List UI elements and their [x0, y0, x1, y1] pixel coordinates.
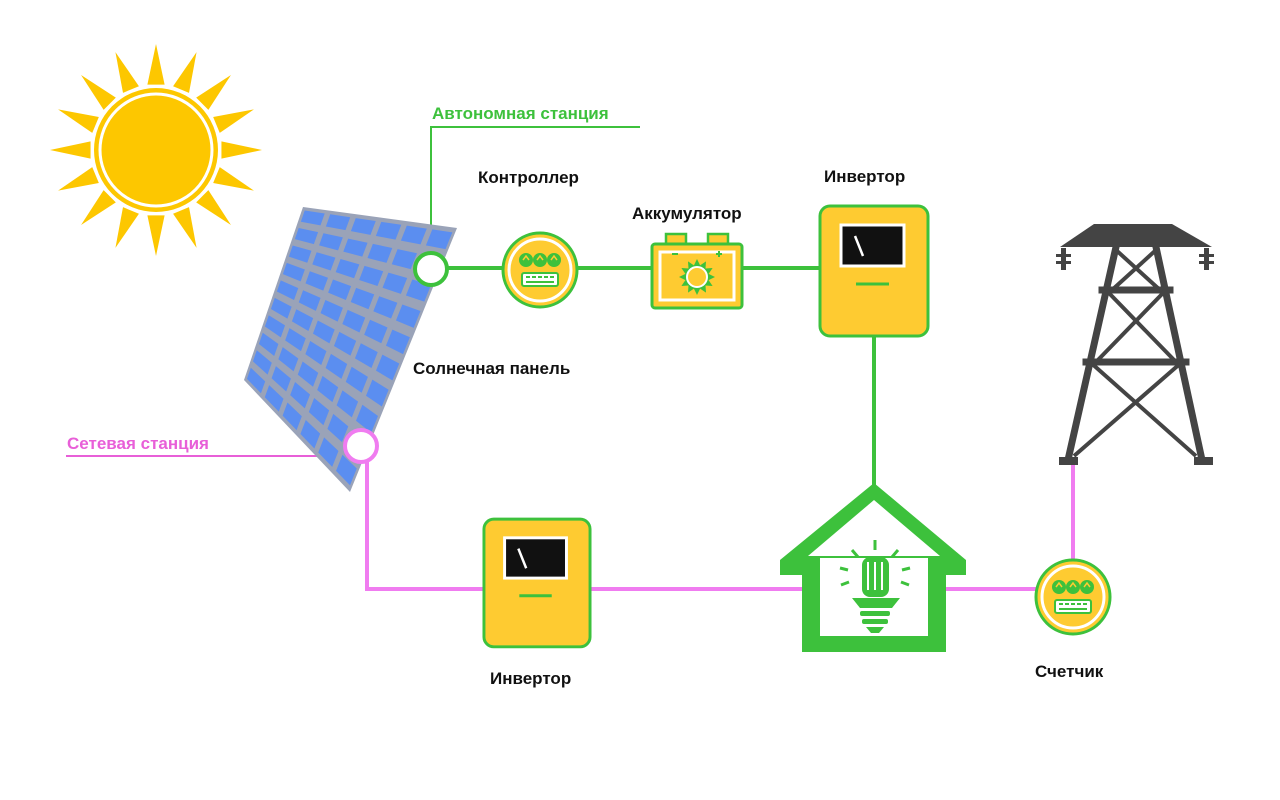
- solar-panel-cell: [345, 366, 368, 393]
- power-tower-icon: [1056, 224, 1214, 465]
- solar-panel-cell: [308, 397, 330, 426]
- solar-panel-cell: [271, 366, 291, 392]
- solar-panel-cell: [342, 309, 366, 333]
- sun-ray: [196, 75, 231, 110]
- solar-panel-cell: [320, 300, 343, 322]
- inverter-top-label: Инвертор: [824, 167, 906, 186]
- sun-ray: [196, 190, 231, 225]
- solar-panel-cell: [291, 309, 314, 332]
- grid-junction-node: [343, 428, 379, 464]
- solar-panel-cell: [312, 320, 335, 344]
- grid-circuit-lines: [66, 455, 1075, 591]
- solar-panel-cell: [375, 221, 402, 240]
- autonomous-circuit-lines: [430, 126, 876, 488]
- solar-panel-cell: [288, 245, 312, 263]
- solar-panel-cell: [327, 413, 349, 443]
- solar-panel-cell: [373, 296, 398, 319]
- solar-panel-cell: [367, 243, 393, 263]
- solar-panel-cell: [305, 271, 328, 291]
- solar-panel-cell: [264, 315, 286, 338]
- solar-panel-cell: [264, 385, 284, 412]
- solar-panel-cell: [335, 259, 360, 279]
- solar-panel-cell: [333, 331, 357, 356]
- solar-panel-cell: [395, 304, 421, 328]
- solar-panel-cell: [285, 328, 306, 352]
- solar-panel-label: Солнечная панель: [413, 359, 571, 378]
- solar-panel-cell: [278, 347, 299, 372]
- solar-panel-cell: [336, 454, 357, 486]
- inverter-top-icon: [818, 204, 930, 338]
- solar-panel-cell: [343, 238, 368, 257]
- solar-panel-cell: [382, 272, 408, 294]
- house-lightbulb-icon: [780, 483, 966, 652]
- sun-ray: [81, 75, 116, 110]
- solar-panel-cell: [282, 262, 305, 282]
- solar-panel-cell: [364, 319, 388, 344]
- solar-panel-cell: [282, 402, 302, 431]
- solar-panel-cell: [290, 382, 311, 409]
- solar-panel-cell: [328, 279, 352, 300]
- solar-panel-cell: [350, 287, 375, 310]
- solar-panel-cell: [359, 265, 384, 287]
- sun-ray: [50, 141, 91, 159]
- sun-ray: [221, 141, 262, 159]
- solar-panel-cell: [318, 437, 339, 467]
- solar-panel-cell: [325, 353, 348, 379]
- sun-ray: [81, 190, 116, 225]
- sun-ray: [115, 52, 139, 93]
- solar-panel-cell: [294, 227, 319, 245]
- sun-ray: [213, 167, 254, 191]
- sun-ray: [147, 44, 165, 85]
- solar-panel-cell: [365, 379, 389, 407]
- sun-ray: [147, 215, 165, 256]
- sun-ray: [115, 207, 139, 248]
- sun-ray: [173, 52, 197, 93]
- solar-panel-icon: [244, 207, 457, 492]
- solar-panel-cell: [375, 354, 400, 381]
- solar-panel-cell: [258, 332, 279, 356]
- autonomous-station-label: Автономная станция: [432, 104, 609, 123]
- solar-panel-cell: [350, 218, 376, 235]
- sun-ray: [213, 109, 254, 133]
- solar-panel-cell: [252, 350, 272, 375]
- solar-panel-cell: [246, 367, 266, 394]
- solar-panel-cell: [317, 375, 339, 403]
- solar-panel-cell: [391, 249, 417, 270]
- solar-panel-cell: [298, 290, 321, 311]
- solar-panel-cell: [276, 280, 299, 301]
- sun-icon: [50, 44, 262, 256]
- solar-panel-cell: [319, 233, 343, 251]
- solar-panel-cell: [297, 361, 319, 387]
- inverter-bottom-icon: [482, 517, 592, 649]
- solar-panel-cell: [385, 329, 410, 355]
- solar-panel-cell: [300, 210, 325, 226]
- solar-panel-cell: [305, 341, 327, 366]
- solar-panel-cell: [425, 229, 453, 250]
- inverter-bottom-label: Инвертор: [490, 669, 572, 688]
- battery-icon: [650, 232, 744, 310]
- solar-panel-cell: [354, 343, 378, 368]
- controller-meter-gauge-icon: [501, 231, 579, 309]
- sun-ray: [173, 207, 197, 248]
- solar-panel-cell: [270, 297, 292, 319]
- sun-ray: [58, 167, 99, 191]
- controller-label: Контроллер: [478, 168, 579, 187]
- meter-gauge-icon: [1034, 558, 1112, 636]
- solar-panel-cell: [325, 214, 351, 231]
- sun-ray: [58, 109, 99, 133]
- solar-panel-cell: [336, 390, 359, 418]
- grid-station-label: Сетевая станция: [67, 434, 209, 453]
- solar-panel-cell: [312, 252, 336, 271]
- battery-label: Аккумулятор: [632, 204, 742, 223]
- autonomous-junction-node: [413, 251, 449, 287]
- meter-label: Счетчик: [1035, 662, 1104, 681]
- solar-panel-cell: [356, 404, 379, 433]
- solar-panel-cell: [400, 225, 427, 245]
- solar-panel-cell: [300, 419, 321, 449]
